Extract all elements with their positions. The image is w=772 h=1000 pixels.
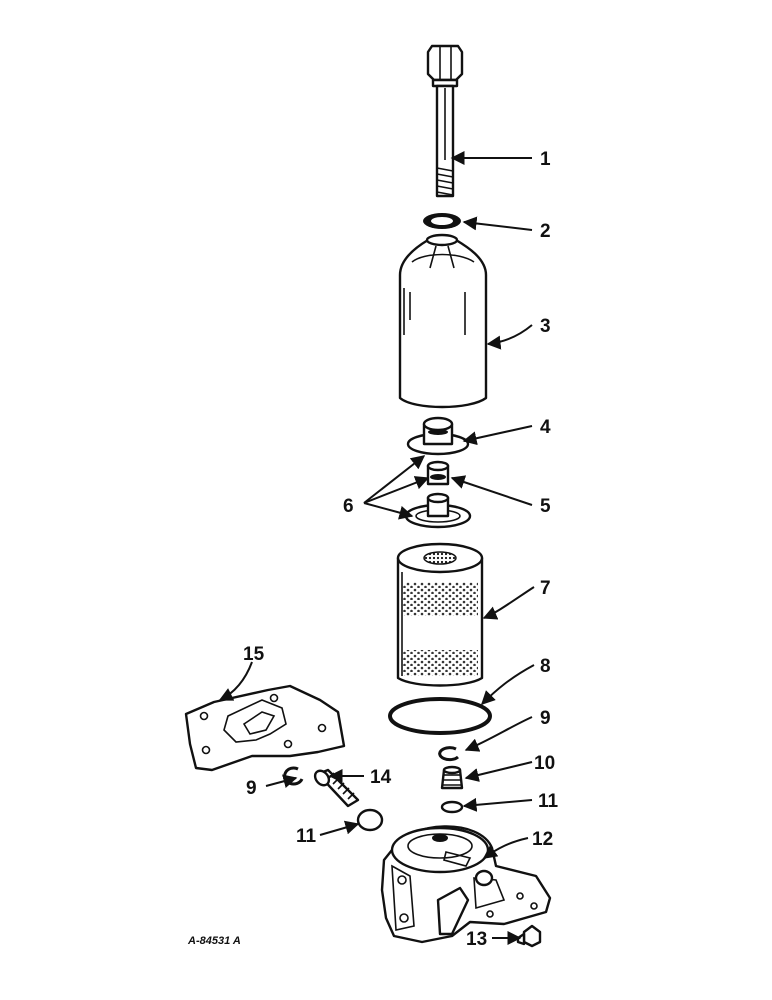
leader-2 bbox=[462, 216, 533, 231]
leader-6a bbox=[363, 455, 426, 504]
leader-8 bbox=[481, 664, 535, 705]
callout-9a: 9 bbox=[540, 708, 551, 729]
callout-13: 13 bbox=[466, 929, 487, 950]
leader-4 bbox=[462, 425, 533, 446]
callout-9b: 9 bbox=[246, 778, 257, 799]
callout-8: 8 bbox=[540, 656, 551, 677]
callout-3: 3 bbox=[540, 316, 551, 337]
callout-11b: 11 bbox=[296, 826, 317, 847]
leader-15 bbox=[218, 661, 253, 701]
washer-part bbox=[423, 213, 461, 229]
leader-3 bbox=[486, 324, 533, 350]
seal-retainer-part bbox=[406, 416, 470, 456]
leader-12 bbox=[482, 837, 529, 859]
callout-5: 5 bbox=[540, 496, 551, 517]
bolt-thread-marks bbox=[436, 167, 454, 196]
callout-1: 1 bbox=[540, 149, 551, 170]
figure-reference-code: A-84531 A bbox=[187, 935, 241, 947]
spring-seal-part bbox=[426, 460, 450, 486]
callout-15: 15 bbox=[243, 644, 265, 665]
snap-ring-part bbox=[283, 766, 304, 786]
callout-14: 14 bbox=[370, 767, 392, 788]
callout-4: 4 bbox=[540, 417, 551, 438]
leader-7 bbox=[482, 586, 535, 620]
disc-plug-part bbox=[440, 800, 464, 814]
mounting-gasket-part bbox=[184, 684, 346, 772]
snap-ring-part bbox=[438, 746, 459, 762]
leader-10 bbox=[464, 761, 533, 782]
leader-9b bbox=[265, 774, 298, 789]
drain-plug-part bbox=[516, 924, 542, 948]
coil-spring-part bbox=[313, 768, 360, 808]
leader-5 bbox=[450, 475, 533, 506]
callout-12: 12 bbox=[532, 829, 553, 850]
o-ring-gasket-part bbox=[388, 697, 492, 735]
retainer-plate-part bbox=[404, 492, 472, 529]
disc-plug-part bbox=[356, 808, 384, 832]
callout-6: 6 bbox=[343, 496, 354, 517]
filter-shell-part bbox=[398, 233, 488, 409]
callout-labels: 1 2 3 4 5 6 7 8 9 9 10 11 11 12 13 14 15 bbox=[243, 149, 559, 950]
leader-11a bbox=[462, 797, 533, 812]
relief-valve-part bbox=[440, 765, 464, 790]
leader-6b bbox=[363, 476, 430, 504]
callout-10: 10 bbox=[534, 753, 555, 774]
callout-7: 7 bbox=[540, 578, 551, 599]
callout-2: 2 bbox=[540, 221, 551, 242]
filter-base-part bbox=[380, 825, 552, 944]
callout-11a: 11 bbox=[538, 791, 559, 812]
filter-element-part bbox=[396, 542, 484, 687]
leader-9a bbox=[464, 716, 533, 752]
leader-6c bbox=[363, 502, 414, 520]
bolt-part bbox=[426, 44, 464, 198]
leader-lines bbox=[218, 151, 535, 945]
leader-11b bbox=[319, 820, 360, 836]
